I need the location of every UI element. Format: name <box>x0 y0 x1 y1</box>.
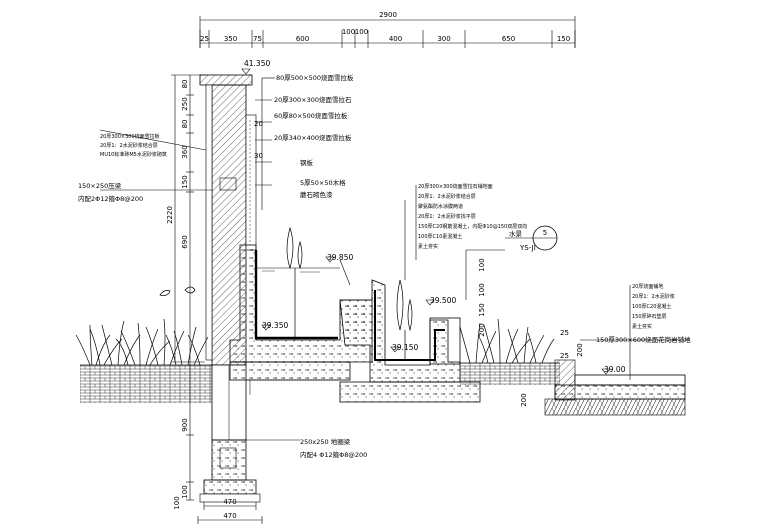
top-dim-segment-10: 150 <box>557 35 570 43</box>
pool-note-4: 20厚1：2水泥砂浆找平层 <box>418 213 476 220</box>
elev-top: 41.350 <box>244 59 270 68</box>
top-dim-segment-9: 650 <box>502 35 515 43</box>
beam-note-1: 150×250压梁 <box>78 181 122 190</box>
dim-left-lower-2: 100 <box>181 485 189 498</box>
dim-ground-200: 200 <box>520 393 528 406</box>
dim-pool-100: 100 <box>478 283 486 296</box>
top-dim-segment-8: 300 <box>437 35 450 43</box>
dim-left-3: 80 <box>181 120 189 129</box>
dim-step-200: 200 <box>576 343 584 356</box>
paving-note-2: 20厚1：2水泥砂浆 <box>632 293 675 300</box>
wall-side-note-1: 20厚300×300烧面雪拉板 <box>100 133 160 140</box>
elev-pool-bottom: 39.350 <box>262 321 288 330</box>
dim-bottom-1: 470 <box>223 498 236 506</box>
top-dimension-chain <box>199 16 576 48</box>
marker-label: 水景 <box>509 229 523 238</box>
paving-note-3: 100厚C20混凝土 <box>632 303 671 310</box>
elev-step-top: 39.500 <box>430 296 456 305</box>
pool-structure <box>229 244 481 403</box>
elev-pool-water: 39.850 <box>327 253 353 262</box>
section-marker: 5 YS-JI 水景 <box>505 225 558 252</box>
beam-note-2: 内配2Φ12箍Φ8@200 <box>78 194 143 203</box>
paving-note-4: 150厚碎石垫层 <box>632 313 667 320</box>
elev-trench-bottom: 39.150 <box>392 343 418 352</box>
paving-note-5: 素土夯实 <box>632 323 652 330</box>
pool-note-2: 20厚1：2水泥砂浆结合层 <box>418 193 476 200</box>
planting <box>75 226 555 366</box>
wall-note-2: 20厚300×300烧面雪拉石 <box>274 95 352 104</box>
dim-wall-30: 30 <box>254 152 263 160</box>
wall-note-6: 5厚50×50木格 <box>300 178 346 187</box>
wall-side-note-2: 20厚1：2水泥砂浆结合层 <box>100 142 158 149</box>
leader-lines <box>99 77 690 441</box>
top-dim-segment-5: 100 <box>342 28 355 36</box>
elevation-markers <box>241 68 611 375</box>
dim-left-4: 360 <box>181 145 189 158</box>
marker-sheet: YS-JI <box>519 244 536 252</box>
dim-left-2: 250 <box>181 97 189 110</box>
wall-note-3: 60厚80×500烧面雪拉板 <box>274 111 348 120</box>
dim-step-25a: 25 <box>560 329 569 337</box>
dim-total-height: 2220 <box>166 206 174 224</box>
dim-step-100: 100 <box>478 258 486 271</box>
dim-left-5: 150 <box>181 175 189 188</box>
pool-note-1: 20厚300×300烧面雪拉石铺地面 <box>418 183 493 190</box>
dim-left-6: 690 <box>181 235 189 248</box>
top-dim-segment-7: 400 <box>389 35 402 43</box>
dim-left-lower-1: 900 <box>181 418 189 431</box>
pool-note-6: 100厚C10素混凝土 <box>418 233 462 240</box>
pool-note-7: 素土夯实 <box>418 243 438 250</box>
wall-side-note-3: MU10标准砖M5水泥砂浆砌筑 <box>100 151 167 158</box>
top-dim-segment-6: 100 <box>355 28 368 36</box>
dim-left-lower-3: 100 <box>173 496 181 509</box>
dim-total-width: 2900 <box>379 11 397 19</box>
paving-note-1: 20厚烧面铺地 <box>632 283 663 290</box>
dim-pool-200: 200 <box>478 323 486 336</box>
dim-left-1: 80 <box>181 80 189 89</box>
pool-note-3: 聚氨酯防水涂膜两道 <box>418 203 463 210</box>
wall-note-7: 蘑石砌色漆 <box>300 190 333 199</box>
top-dim-segment-2: 350 <box>224 35 237 43</box>
footing-note-1: 250x250 地圈梁 <box>300 437 351 446</box>
bottom-dimension-lines <box>197 502 263 524</box>
wall-note-5: 钢板 <box>300 158 314 167</box>
top-dim-segment-4: 600 <box>296 35 309 43</box>
elev-ground: 39.00 <box>604 365 626 374</box>
wall-note-1: 80厚500×500烧面雪拉板 <box>276 73 354 82</box>
dim-step-25b: 25 <box>560 352 569 360</box>
marker-number: 5 <box>543 229 547 237</box>
paving-main-note: 150厚300×600烧面花岗岩铺地 <box>596 335 691 344</box>
wall-note-4: 20厚340×400烧面雪拉板 <box>274 133 352 142</box>
feature-wall <box>199 74 261 503</box>
top-dim-segment-3: 75 <box>253 35 262 43</box>
top-dim-segment-1: 25 <box>200 35 209 43</box>
dim-pool-150: 150 <box>478 303 486 316</box>
left-dimension-chain <box>171 74 205 501</box>
pool-note-5: 150厚C20钢筋混凝土，内配Φ10@150双层双向 <box>418 223 527 230</box>
dim-wall-20: 20 <box>254 120 263 128</box>
dim-bottom-2: 470 <box>223 512 236 520</box>
footing-note-2: 内配4 Φ12箍Φ8@200 <box>300 450 367 459</box>
